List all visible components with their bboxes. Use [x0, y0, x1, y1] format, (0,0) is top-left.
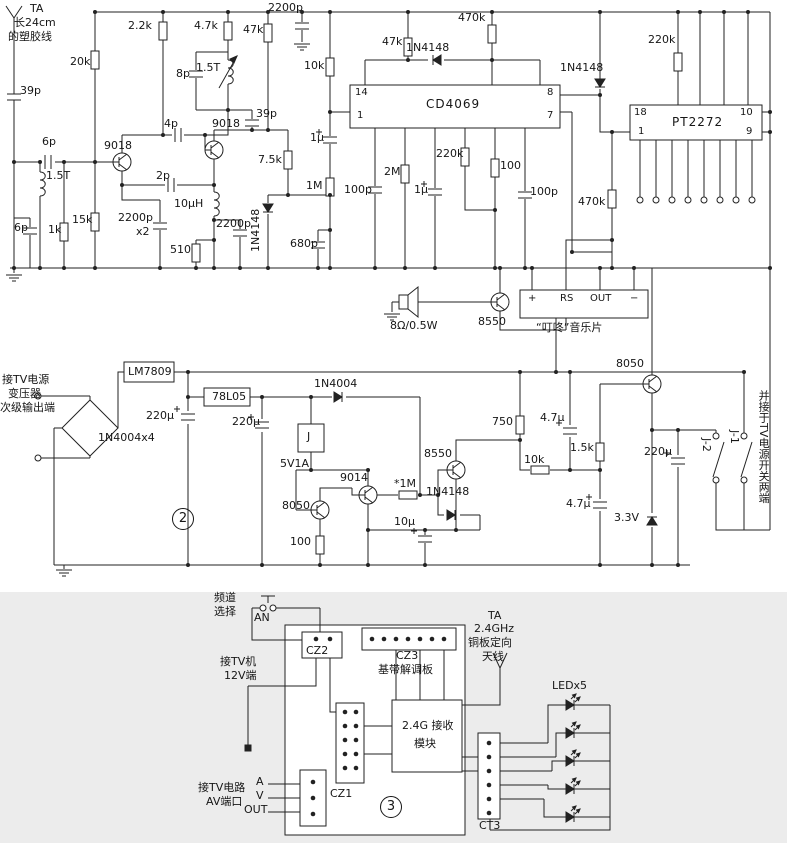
wire-layer — [5, 5, 773, 836]
